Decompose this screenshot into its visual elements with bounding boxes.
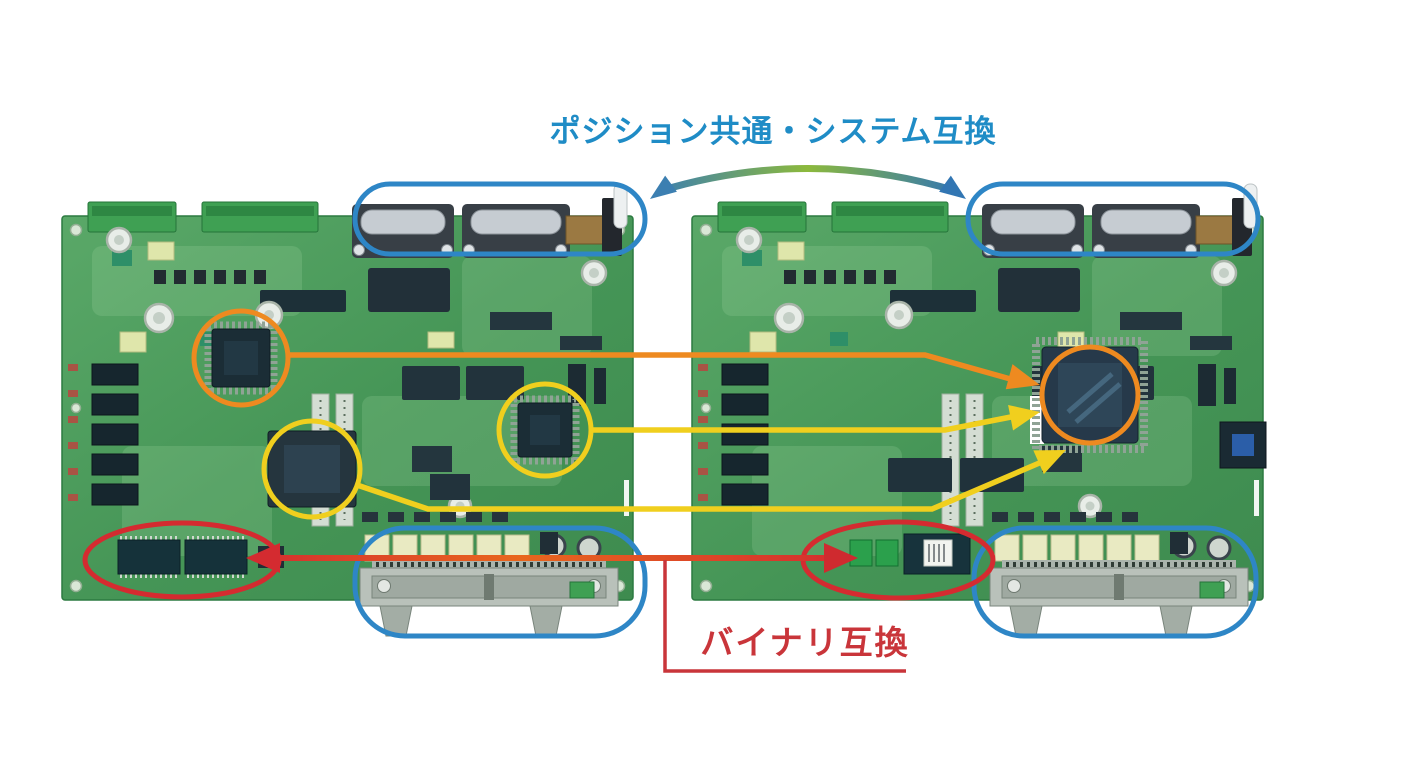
qfp-chip-face xyxy=(530,415,560,445)
chip-label-sticker xyxy=(923,539,953,567)
highlight-right-orange-chip xyxy=(1039,344,1141,446)
mapping-arrows xyxy=(246,352,1066,573)
qfp-chip-face xyxy=(224,341,258,375)
ic-chip xyxy=(888,458,952,492)
highlight-left-top-connectors xyxy=(352,181,648,257)
yellow-arrowhead-icon xyxy=(1008,404,1040,431)
highlight-right-top-connectors xyxy=(965,181,1261,257)
dip-memory-chips xyxy=(117,536,248,578)
position-system-compat-label: ポジション共通・システム互換 xyxy=(549,114,997,149)
yellow-arrowhead-icon xyxy=(1033,450,1066,475)
binary-label-leader-line xyxy=(663,560,906,673)
ic-chip xyxy=(430,474,470,500)
board-left xyxy=(62,184,633,636)
highlight-left-bottom-connector xyxy=(352,525,648,639)
qfp-pins xyxy=(204,321,278,395)
red-arrowhead-right-icon xyxy=(824,543,858,573)
orange-arrowhead-icon xyxy=(1005,364,1040,390)
chip-marking xyxy=(1066,372,1122,424)
arc-line xyxy=(656,165,960,195)
plcc-socket-center xyxy=(1232,434,1254,456)
orange-arrow-line xyxy=(288,352,1015,383)
photo-highlight-bar xyxy=(1030,396,1044,444)
highlight-outlines xyxy=(82,181,1261,639)
arc-arrowhead-right-icon xyxy=(939,175,966,199)
highlight-left-orange-chip xyxy=(191,308,291,408)
ic-chip xyxy=(960,458,1024,492)
green-relay xyxy=(849,539,873,567)
qfp-pins xyxy=(510,395,580,465)
red-arrowhead-left-icon xyxy=(246,543,280,573)
plcc-chip-face xyxy=(284,445,340,493)
green-relay xyxy=(875,539,899,567)
yellow-arrow-line-2 xyxy=(356,458,1046,512)
system-compat-arc xyxy=(650,165,966,199)
binary-compat-label: バイナリ互換 xyxy=(700,624,910,661)
arc-arrowhead-left-icon xyxy=(650,175,677,199)
board-left-extra-chips xyxy=(117,321,580,578)
barcode xyxy=(928,544,945,562)
highlight-left-yellow-chip-2 xyxy=(261,418,363,520)
qfp-pins xyxy=(1032,337,1148,453)
yellow-arrow-line-1 xyxy=(591,413,1017,433)
